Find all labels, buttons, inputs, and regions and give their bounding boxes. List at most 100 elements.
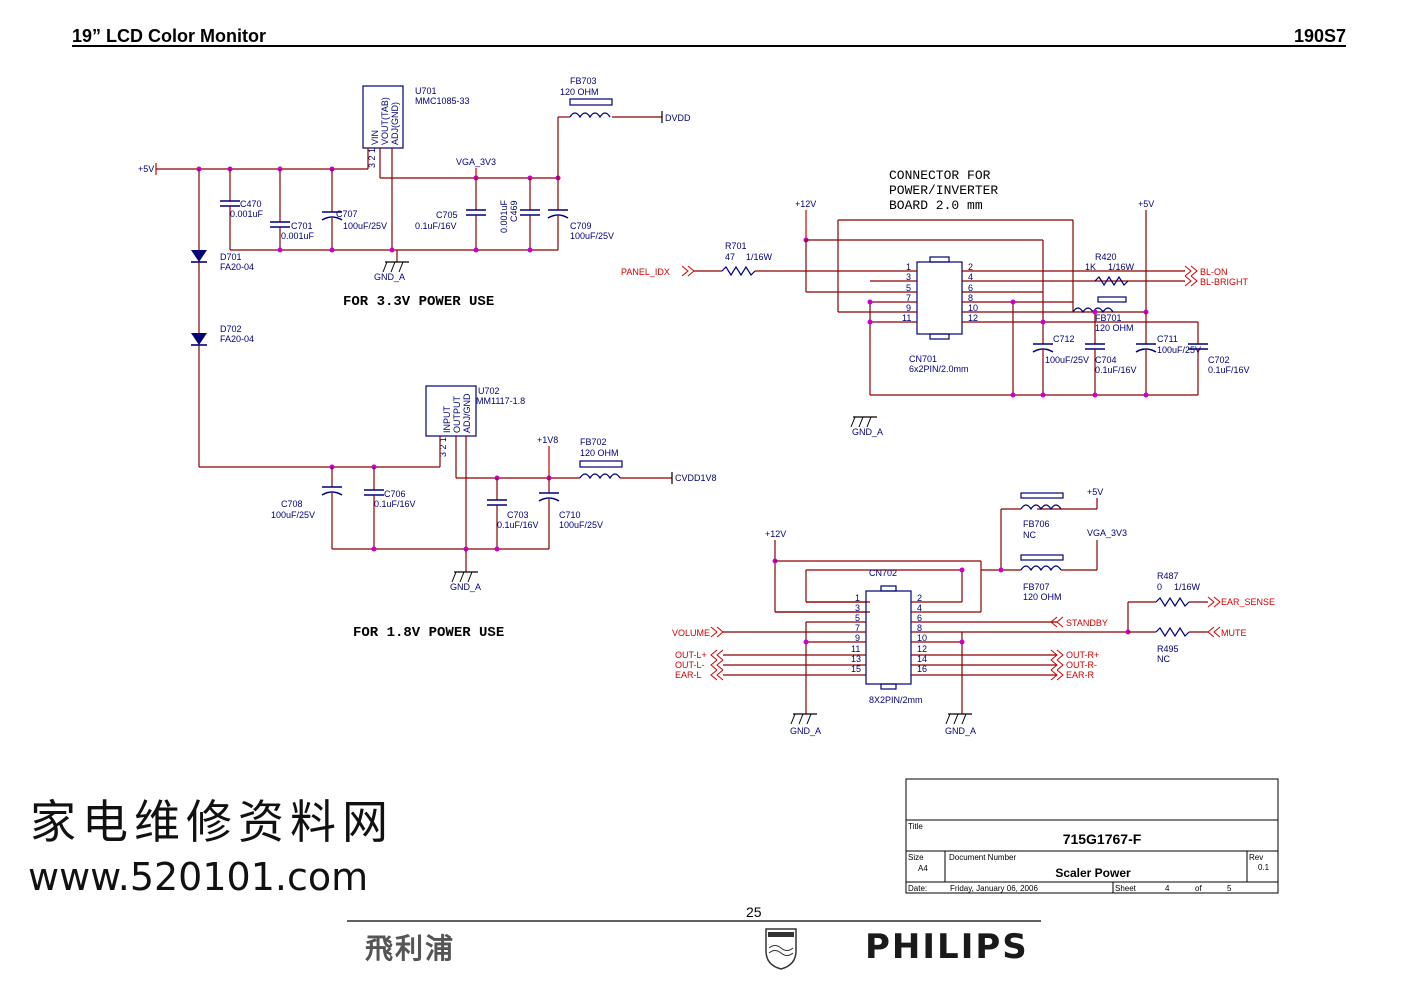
svg-text:BOARD 2.0 mm: BOARD 2.0 mm xyxy=(889,198,983,213)
cn702-ref: CN702 xyxy=(869,568,897,578)
svg-text:GND_A: GND_A xyxy=(374,272,405,282)
watermark-cn: 家电维修资料网 xyxy=(30,795,394,849)
svg-text:0.001uF: 0.001uF xyxy=(230,209,264,219)
svg-text:6: 6 xyxy=(968,283,973,293)
svg-text:10: 10 xyxy=(917,633,927,643)
net-ear-r: EAR-R xyxy=(1066,670,1095,680)
svg-text:FB706: FB706 xyxy=(1023,519,1050,529)
svg-text:GND_A: GND_A xyxy=(945,726,976,736)
svg-text:Rev: Rev xyxy=(1249,853,1263,862)
header-model: 190S7 xyxy=(1294,26,1346,46)
svg-text:7: 7 xyxy=(906,293,911,303)
brand-cn: 飛利浦 xyxy=(365,932,455,965)
svg-text:12: 12 xyxy=(917,644,927,654)
net-bl-on: BL-ON xyxy=(1200,267,1228,277)
brand-philips: PHILIPS xyxy=(865,927,1029,967)
svg-text:3: 3 xyxy=(855,603,860,613)
svg-text:of: of xyxy=(1195,884,1202,893)
power-1v8-section: INPUT OUTPUT ADJ/GND U702 MM1117-1.8 3 2… xyxy=(271,385,717,641)
watermark-url: www.520101.com xyxy=(28,855,368,899)
svg-text:C706: C706 xyxy=(384,489,406,499)
svg-text:C704: C704 xyxy=(1095,355,1117,365)
svg-text:7: 7 xyxy=(855,623,860,633)
u701-body xyxy=(362,85,404,149)
d701-ref: D701 xyxy=(220,252,242,262)
svg-text:+12V: +12V xyxy=(765,529,786,539)
fb703-value: 120 OHM xyxy=(560,87,599,97)
svg-text:14: 14 xyxy=(917,654,927,664)
u702-part: MM1117-1.8 xyxy=(476,396,525,406)
svg-text:Friday, January 06, 2006: Friday, January 06, 2006 xyxy=(950,884,1038,893)
svg-text:2: 2 xyxy=(968,262,973,272)
svg-text:C710: C710 xyxy=(559,510,581,520)
svg-text:2: 2 xyxy=(917,593,922,603)
svg-text:R420: R420 xyxy=(1095,252,1117,262)
page-number: 25 xyxy=(746,904,762,920)
svg-text:Size: Size xyxy=(908,853,924,862)
svg-text:ADJ(GND): ADJ(GND) xyxy=(390,102,400,145)
svg-text:C712: C712 xyxy=(1053,334,1075,344)
svg-text:GND_A: GND_A xyxy=(790,726,821,736)
svg-text:GND_A: GND_A xyxy=(852,427,883,437)
svg-text:47: 47 xyxy=(725,252,735,262)
cn701-body xyxy=(916,261,963,335)
svg-text:C703: C703 xyxy=(507,510,529,520)
svg-text:FB701: FB701 xyxy=(1095,313,1122,323)
fb703-ref: FB703 xyxy=(570,76,597,86)
svg-text:4: 4 xyxy=(917,603,922,613)
svg-text:1: 1 xyxy=(855,593,860,603)
svg-text:9: 9 xyxy=(906,303,911,313)
svg-text:11: 11 xyxy=(851,644,860,654)
net-volume: VOLUME xyxy=(672,628,710,638)
svg-text:0.001uF: 0.001uF xyxy=(281,231,315,241)
u701-ref: U701 xyxy=(415,86,437,96)
svg-text:0.1uF/16V: 0.1uF/16V xyxy=(497,520,539,530)
net-ear-sense: EAR_SENSE xyxy=(1221,597,1275,607)
svg-text:1: 1 xyxy=(906,262,911,272)
svg-text:120 OHM: 120 OHM xyxy=(1023,592,1062,602)
svg-text:C705: C705 xyxy=(436,210,458,220)
svg-text:+5V: +5V xyxy=(1087,487,1103,497)
cn702-pins-left: 1 3 5 7 9 11 13 15 xyxy=(723,593,866,676)
svg-text:C701: C701 xyxy=(291,221,313,231)
svg-text:R487: R487 xyxy=(1157,571,1179,581)
svg-text:GND_A: GND_A xyxy=(450,582,481,592)
cn701-ref: CN701 xyxy=(909,354,937,364)
net-ear-l: EAR-L xyxy=(675,670,702,680)
svg-text:0.1uF/16V: 0.1uF/16V xyxy=(1208,365,1250,375)
net-vga-3v3: VGA_3V3 xyxy=(456,157,496,167)
power-3v3-section: +5V VIN VOUT(TAB) ADJ(GND) U701 MMC1085-… xyxy=(138,76,691,310)
svg-text:11: 11 xyxy=(902,313,911,323)
svg-text:POWER/INVERTER: POWER/INVERTER xyxy=(889,183,998,198)
caption-3v3: FOR 3.3V POWER USE xyxy=(343,294,494,310)
svg-text:C470: C470 xyxy=(240,199,262,209)
caption-1v8: FOR 1.8V POWER USE xyxy=(353,625,504,641)
u702-ref: U702 xyxy=(478,386,500,396)
net-1v8: +1V8 xyxy=(537,435,558,445)
svg-text:OUTPUT: OUTPUT xyxy=(452,396,462,434)
svg-text:100uF/25V: 100uF/25V xyxy=(1045,355,1089,365)
svg-text:C711: C711 xyxy=(1157,334,1178,344)
header-title: 19” LCD Color Monitor xyxy=(72,26,266,46)
svg-text:0.1uF/16V: 0.1uF/16V xyxy=(374,499,416,509)
svg-text:0.1uF/16V: 0.1uF/16V xyxy=(415,221,457,231)
svg-text:15: 15 xyxy=(851,664,861,674)
svg-text:R495: R495 xyxy=(1157,644,1179,654)
svg-text:A4: A4 xyxy=(918,864,928,873)
svg-text:3: 3 xyxy=(906,272,911,282)
u702-body xyxy=(425,385,477,437)
svg-text:C469: C469 xyxy=(509,200,519,222)
svg-text:0: 0 xyxy=(1157,582,1162,592)
svg-text:9: 9 xyxy=(855,633,860,643)
fb702-ref: FB702 xyxy=(580,437,607,447)
svg-text:100uF/25V: 100uF/25V xyxy=(1157,345,1201,355)
svg-text:1/16W: 1/16W xyxy=(746,252,773,262)
svg-text:Sheet: Sheet xyxy=(1115,884,1137,893)
u701-part: MMC1085-33 xyxy=(415,96,470,106)
svg-text:16: 16 xyxy=(917,664,927,674)
cn701-pins-right: 2 4 6 8 10 12 xyxy=(962,262,1198,323)
title-block: Title 715G1767-F Size A4 Document Number… xyxy=(905,778,1279,894)
svg-text:100uF/25V: 100uF/25V xyxy=(271,510,315,520)
